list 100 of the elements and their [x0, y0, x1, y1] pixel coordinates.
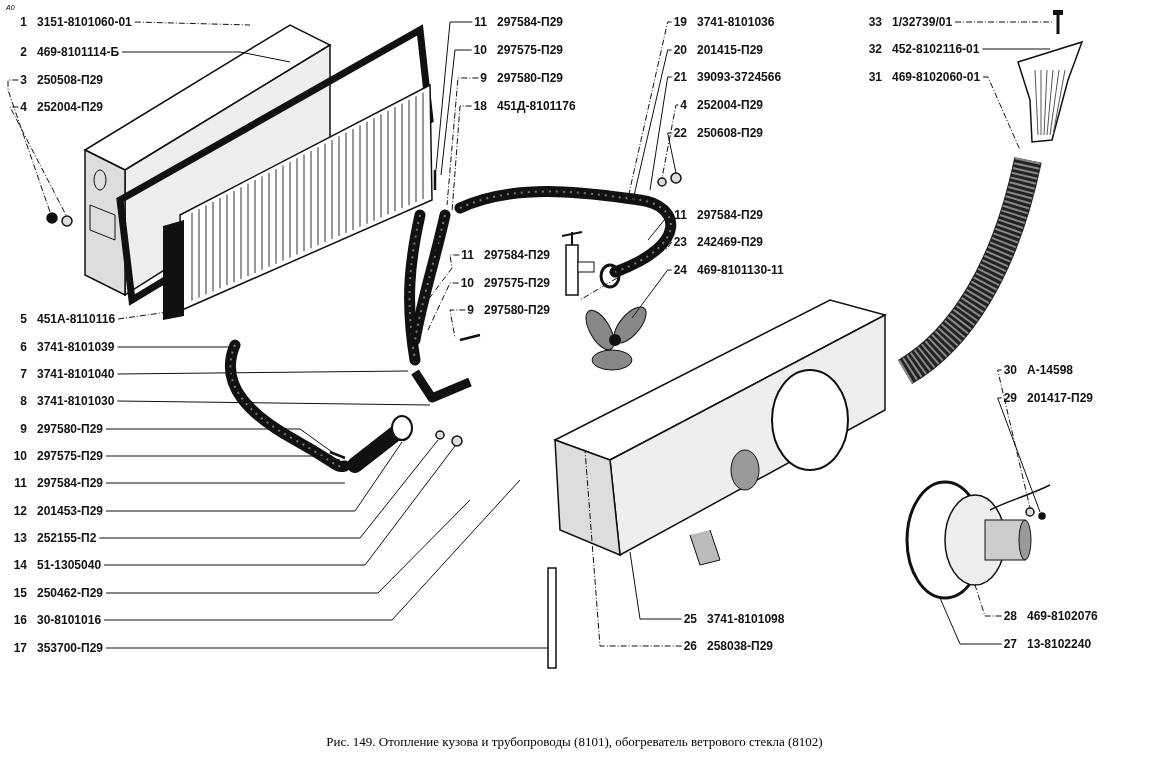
leader-line: [440, 49, 473, 176]
leader-line: [105, 441, 403, 512]
callout-number: 19: [672, 15, 687, 29]
callout-number: 11: [460, 248, 474, 262]
part-number: 3741-8101030: [37, 394, 115, 408]
leader-line: [105, 482, 346, 484]
leader-line: [103, 445, 456, 566]
callout-number: 31: [867, 70, 882, 84]
callout-number: 23: [672, 235, 687, 249]
leader-line: [974, 584, 1003, 617]
callout-number: 1: [19, 15, 27, 29]
callout-number: 18: [472, 99, 487, 113]
callout-number: 9: [466, 303, 474, 317]
leader-line: [7, 79, 51, 213]
leader-line: [9, 106, 67, 216]
leader-line: [427, 282, 460, 331]
leader-line: [982, 76, 1021, 151]
part-number: 297580-П29: [497, 71, 563, 85]
callout-number: 9: [19, 422, 27, 436]
part-number: 30-8101016: [37, 613, 102, 627]
part-number: 297584-П29: [697, 208, 763, 222]
part-number: 13-8102240: [1027, 637, 1092, 651]
leader-line: [427, 254, 460, 301]
callout-number: 30: [1002, 363, 1017, 377]
callout-number: 3: [19, 73, 27, 87]
part-number: 469-8102060-01: [892, 70, 981, 84]
leader-line: [98, 439, 439, 539]
callout-number: 21: [672, 70, 687, 84]
callout-number: 8: [19, 394, 27, 408]
callout-number: 17: [12, 641, 27, 655]
part-number: 250462-П29: [37, 586, 103, 600]
part-number: 297575-П29: [497, 43, 563, 57]
leader-line: [105, 499, 471, 594]
leader-line: [661, 104, 679, 179]
callout-number: 29: [1002, 391, 1017, 405]
leader-line: [649, 76, 673, 191]
callout-number: 11: [673, 208, 687, 222]
leader-line: [116, 370, 409, 375]
part-number: 3741-8101036: [697, 15, 775, 29]
callout-number: 24: [672, 263, 687, 277]
part-number: 469-8101114-Б: [37, 45, 120, 59]
leader-line: [105, 455, 341, 461]
part-number: 469-8102076: [1027, 609, 1098, 623]
part-number: 3741-8101040: [37, 367, 115, 381]
callout-number: 33: [867, 15, 882, 29]
part-number: 201417-П29: [1027, 391, 1093, 405]
callout-number: 10: [472, 43, 487, 57]
part-number: 297580-П29: [37, 422, 103, 436]
leader-line: [584, 449, 683, 647]
part-number: 297575-П29: [484, 276, 550, 290]
callout-number: 22: [672, 126, 687, 140]
leader-line: [121, 51, 291, 63]
part-number: 242469-П29: [697, 235, 763, 249]
leader-line: [451, 105, 473, 213]
callout-number: 11: [473, 15, 487, 29]
part-number: 1/32739/01: [892, 15, 953, 29]
part-number: 201415-П29: [697, 43, 763, 57]
leader-line: [116, 400, 431, 406]
leader-line: [627, 21, 673, 199]
callout-number: 12: [12, 504, 27, 518]
callout-number: 7: [19, 367, 27, 381]
part-number: 297584-П29: [484, 248, 550, 262]
callout-number: 4: [679, 98, 687, 112]
callout-number: 11: [13, 476, 27, 490]
callout-number: 13: [12, 531, 27, 545]
callout-number: 27: [1002, 637, 1017, 651]
callout-number: 25: [682, 612, 697, 626]
part-number: 201453-П29: [37, 504, 103, 518]
leader-line: [981, 48, 1051, 50]
callout-number: 4: [19, 100, 27, 114]
callout-number: 9: [479, 71, 487, 85]
leader-line: [997, 397, 1041, 513]
part-number: 3151-8101060-01: [37, 15, 132, 29]
callout-number: 32: [867, 42, 882, 56]
callout-number: 5: [19, 312, 27, 326]
part-number: 258038-П29: [707, 639, 773, 653]
part-number: 452-8102116-01: [892, 42, 980, 56]
part-number: 51-1305040: [37, 558, 102, 572]
part-number: 469-8101130-11: [697, 263, 784, 277]
callout-number: 14: [12, 558, 27, 572]
callout-number: 2: [19, 45, 27, 59]
part-number: 297575-П29: [37, 449, 103, 463]
leader-line: [667, 132, 677, 174]
leader-line: [446, 77, 479, 206]
callout-number: 10: [459, 276, 474, 290]
leader-line: [103, 479, 521, 621]
part-number: 297584-П29: [497, 15, 563, 29]
part-number: 252004-П29: [37, 100, 103, 114]
part-number: 250508-П29: [37, 73, 103, 87]
part-number: 297584-П29: [37, 476, 103, 490]
leader-line: [997, 369, 1031, 509]
leader-line: [435, 21, 473, 171]
leader-line: [954, 21, 1053, 23]
part-number: 252155-П2: [37, 531, 97, 545]
callout-number: 28: [1002, 609, 1017, 623]
part-number: 297580-П29: [484, 303, 550, 317]
callout-number: 6: [19, 340, 27, 354]
leader-line: [631, 269, 673, 319]
callout-number: 15: [12, 586, 27, 600]
part-number: 250608-П29: [697, 126, 763, 140]
